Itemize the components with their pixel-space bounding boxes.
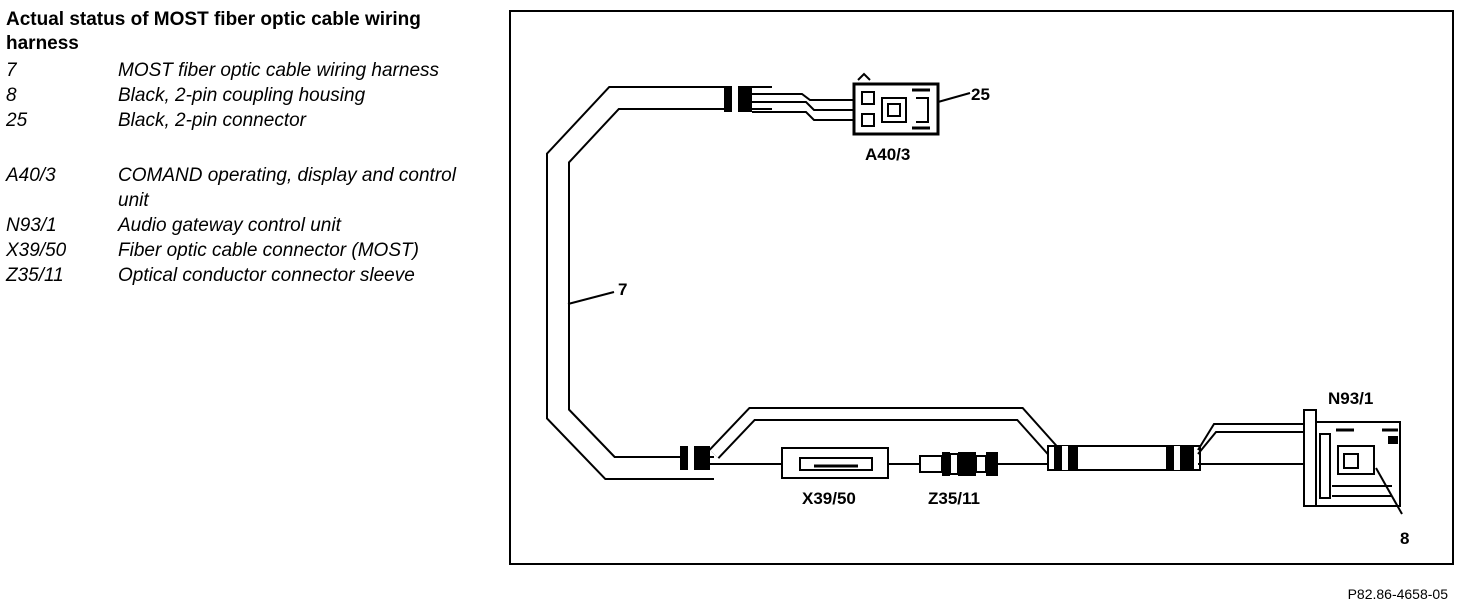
legend-code: N93/1 [6,215,57,236]
legend-code: 25 [6,110,28,131]
figure-id: P82.86-4658-05 [1347,586,1448,602]
harness-diagram: 25 A40/3 7 X39/50 Z35 [546,72,1409,548]
cable-band [680,446,710,470]
label-25: 25 [971,85,990,104]
legend-item-25: 25 Black, 2-pin connector [6,108,466,133]
audio-gateway-n93-1 [1303,409,1403,515]
legend-desc: Black, 2-pin connector [118,110,306,131]
legend-list: 7 MOST fiber optic cable wiring harness … [6,58,466,288]
label-7: 7 [618,280,627,299]
label-x39-50: X39/50 [802,489,856,508]
legend-code: Z35/11 [6,265,64,286]
legend-item-x39-50: X39/50 Fiber optic cable connector (MOST… [6,238,466,263]
fiber-pair-to-a40-3 [752,93,854,121]
harness-cable-7 [546,86,772,480]
legend-desc: Black, 2-pin coupling housing [118,85,366,106]
legend-desc: Optical conductor connector sleeve [118,265,415,286]
legend-code: 8 [6,85,17,106]
legend-title: Actual status of MOST fiber optic cable … [6,9,421,54]
legend-desc: COMAND operating, display and control un… [118,165,456,211]
label-n93-1: N93/1 [1328,389,1373,408]
label-8: 8 [1400,529,1409,548]
fiber-connector-x39-50 [781,447,889,479]
label-z35-11: Z35/11 [928,489,980,508]
harness-cable-right [1047,445,1201,471]
cable-band [732,86,738,112]
label-a40-3: A40/3 [865,145,910,164]
legend-desc: MOST fiber optic cable wiring harness [118,60,440,81]
legend-item-8: 8 Black, 2-pin coupling housing [6,83,466,108]
legend-code: X39/50 [6,240,67,261]
legend-item-a40-3: A40/3 COMAND operating, display and cont… [6,163,466,213]
connector-sleeve-z35-11 [919,452,998,476]
legend-item-z35-11: Z35/11 Optical conductor connector sleev… [6,263,466,288]
cable-band [688,446,694,470]
legend: Actual status of MOST fiber optic cable … [6,8,466,288]
connector-25 [852,72,971,136]
fiber-pair-to-n93-1 [1197,423,1318,465]
legend-item-n93-1: N93/1 Audio gateway control unit [6,213,466,238]
legend-code: A40/3 [6,165,56,186]
legend-desc: Audio gateway control unit [118,215,341,236]
legend-desc: Fiber optic cable connector (MOST) [118,240,419,261]
legend-item-7: 7 MOST fiber optic cable wiring harness [6,58,466,83]
diagram-frame: 25 A40/3 7 X39/50 Z35 [509,10,1454,565]
legend-code: 7 [6,60,17,81]
harness-cable-upper-route [708,407,1060,459]
leader-7 [567,291,615,305]
